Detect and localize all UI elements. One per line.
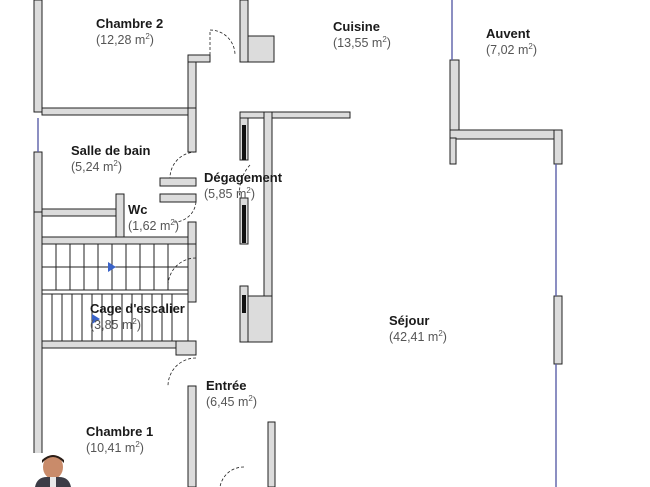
- stair-lower-box: [41, 293, 189, 342]
- room-area: (3,85 m2): [90, 317, 142, 333]
- room-name: Dégagement: [204, 170, 283, 185]
- room-name: Auvent: [486, 26, 531, 41]
- door-stair: [167, 257, 197, 287]
- wall-auvent-right: [553, 129, 563, 165]
- window-deg-3: [242, 295, 246, 313]
- wall-deg-top: [239, 111, 351, 119]
- door-cuisine: [239, 164, 251, 199]
- door-entree: [167, 357, 197, 387]
- room-name: Séjour: [389, 313, 430, 328]
- room-area: (7,02 m2): [486, 42, 538, 58]
- window-deg-1: [242, 125, 246, 160]
- room-name: Cage d'escalier: [90, 301, 185, 316]
- wall-stair-right-b: [175, 340, 197, 356]
- wall-cuisine-notch: [247, 35, 275, 63]
- wall-cuisine-left: [239, 0, 249, 63]
- wall-auvent-bottom: [449, 129, 563, 140]
- stair-arrows: [92, 262, 116, 324]
- wall-entree-right: [267, 421, 276, 487]
- room-area: (6,45 m2): [206, 394, 258, 410]
- door-wc: [173, 201, 197, 223]
- wall-deg-right-low: [239, 285, 249, 343]
- wall-wc-top: [159, 177, 197, 187]
- room-name: Chambre 1: [86, 424, 154, 439]
- room-name: Wc: [128, 202, 148, 217]
- wall-left-upper: [33, 0, 43, 113]
- room-degagement: Dégagement (5,85 m2): [204, 170, 282, 203]
- room-cuisine: Cuisine (13,55 m2): [333, 19, 391, 52]
- room-chambre-2: Chambre 2 (12,28 m2): [96, 16, 163, 49]
- room-cage-escalier: Cage d'escalier (3,85 m2): [90, 301, 185, 334]
- wall-sdb-right: [187, 107, 197, 153]
- wall-auvent-corner: [449, 137, 457, 165]
- room-name: Chambre 2: [96, 16, 164, 31]
- wall-chambre2-right: [187, 54, 197, 116]
- person-icon: [33, 453, 73, 487]
- room-name: Entrée: [206, 378, 247, 393]
- room-entree: Entrée (6,45 m2): [206, 378, 257, 411]
- room-area: (13,55 m2): [333, 35, 391, 51]
- wall-wc-left: [115, 193, 125, 239]
- room-name: Cuisine: [333, 19, 380, 34]
- door-chambre2: [209, 29, 236, 56]
- room-area: (10,41 m2): [86, 440, 144, 456]
- window-deg-2: [242, 205, 246, 243]
- wall-stair-bottom: [41, 340, 197, 349]
- room-salle-de-bain: Salle de bain (5,24 m2): [71, 143, 150, 176]
- wall-entree-left: [187, 385, 197, 487]
- stair-arrow-upper: [108, 262, 116, 272]
- room-area: (5,24 m2): [71, 159, 123, 175]
- wall-sdb-bottom: [41, 208, 121, 217]
- wall-sejour-right: [553, 295, 563, 365]
- room-area: (1,62 m2): [128, 218, 180, 234]
- room-wc: Wc (1,62 m2): [128, 202, 179, 235]
- windows: [37, 0, 557, 487]
- wall-chambre2-bottom: [41, 107, 195, 116]
- room-area: (42,41 m2): [389, 329, 447, 345]
- room-chambre-1: Chambre 1 (10,41 m2): [86, 424, 153, 457]
- stair-arrow-lower: [92, 314, 100, 324]
- wall-wc-top2: [159, 193, 197, 203]
- room-auvent: Auvent (7,02 m2): [486, 26, 537, 59]
- wall-left-lower: [33, 211, 43, 487]
- stair-treads: [42, 244, 188, 341]
- room-area: (5,85 m2): [204, 186, 256, 202]
- wall-left-mid: [33, 151, 43, 213]
- door-chambre1: [219, 466, 245, 487]
- room-name: Salle de bain: [71, 143, 151, 158]
- room-area: (12,28 m2): [96, 32, 154, 48]
- wall-wc-right: [187, 221, 197, 245]
- door-sdb: [169, 151, 197, 179]
- wall-auvent-left: [449, 59, 460, 139]
- avatar: [33, 453, 73, 487]
- wall-chambre2-right-top: [187, 54, 211, 63]
- doors: [167, 29, 251, 487]
- wall-stair-right: [187, 243, 197, 303]
- wall-deg-box: [247, 295, 273, 343]
- wall-wc-bottom: [41, 236, 197, 245]
- room-sejour: Séjour (42,41 m2): [389, 313, 447, 346]
- walls: [33, 0, 563, 487]
